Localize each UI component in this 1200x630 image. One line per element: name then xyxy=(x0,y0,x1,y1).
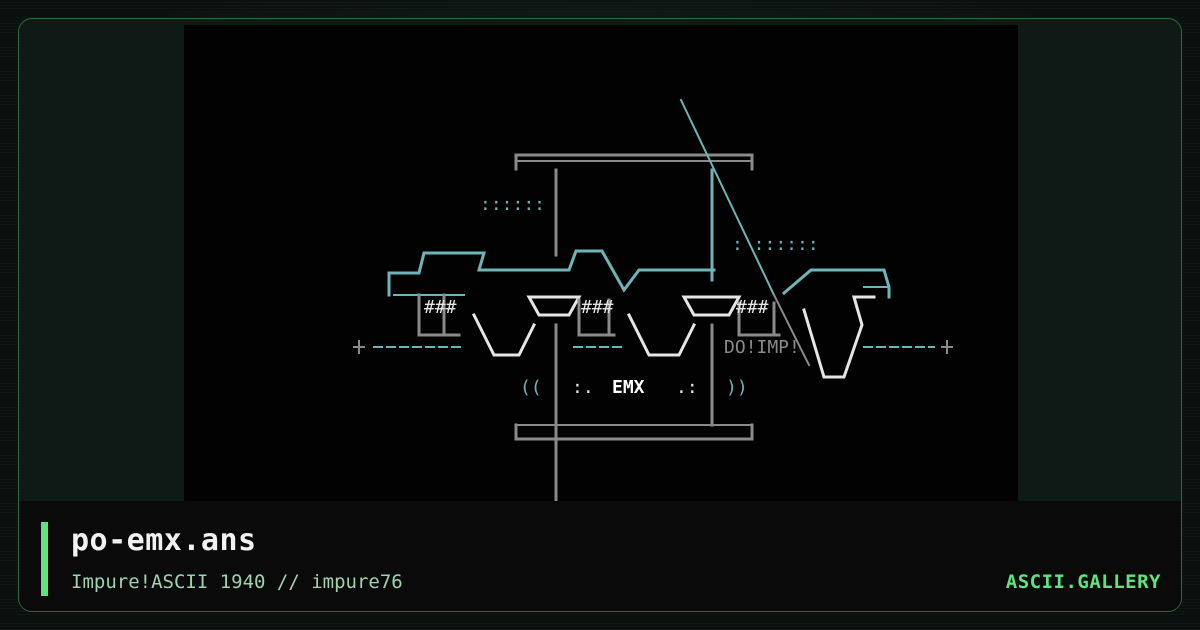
paren-left: (( xyxy=(520,377,542,398)
artist-credit: Impure!ASCII 1940 // impure76 xyxy=(71,571,403,593)
dots-left: :::::: xyxy=(480,194,545,215)
mid-right: .: xyxy=(676,377,698,398)
hash-label-1: ### xyxy=(424,297,457,318)
site-brand[interactable]: ASCII.GALLERY xyxy=(1005,571,1161,593)
side-tag: DO!IMP! xyxy=(724,337,800,358)
hash-label-2: ### xyxy=(581,297,614,318)
mid-left: :. xyxy=(572,377,594,398)
artwork-drawing: :::::: : :::::: ### ### ### DO!IMP! (( :… xyxy=(353,98,953,505)
accent-bar xyxy=(41,522,48,596)
center-tag: EMX xyxy=(612,377,645,398)
paren-right: )) xyxy=(726,377,748,398)
ascii-artwork: :::::: : :::::: ### ### ### DO!IMP! (( :… xyxy=(184,25,1018,505)
card-footer: po-emx.ans Impure!ASCII 1940 // impure76… xyxy=(19,501,1181,611)
file-title: po-emx.ans xyxy=(71,523,257,558)
hash-label-3: ### xyxy=(736,297,769,318)
card-frame: :::::: : :::::: ### ### ### DO!IMP! (( :… xyxy=(18,18,1182,612)
dots-right: : :::::: xyxy=(732,234,819,255)
